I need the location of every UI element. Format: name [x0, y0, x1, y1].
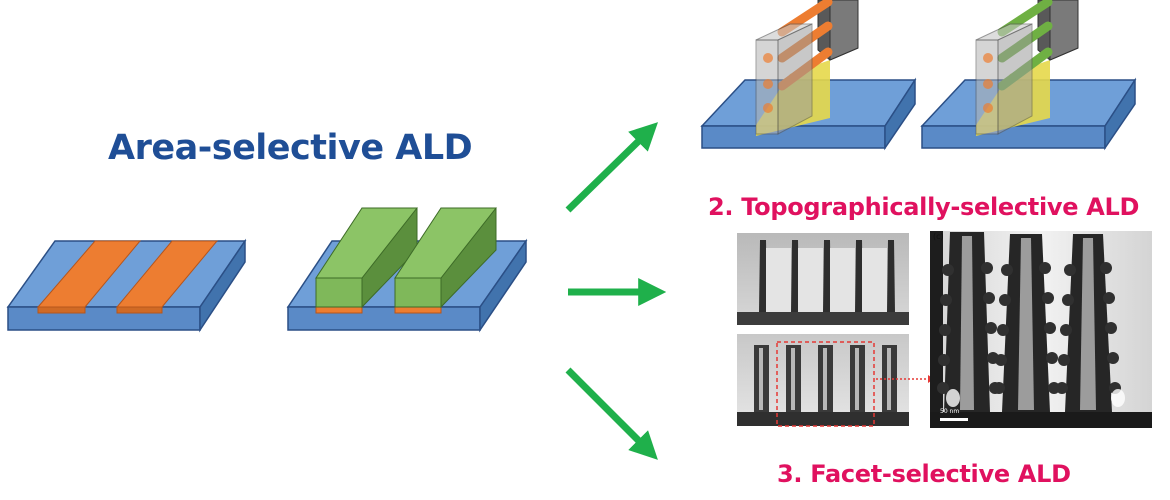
label-topographically-selective: 2. Topographically-selective ALD: [708, 193, 1140, 221]
tem-base: [737, 312, 909, 325]
arrow-up-right: [565, 122, 659, 213]
orange-underlayer-1: [315, 306, 363, 314]
tem-pillar: [887, 240, 895, 312]
tem-pillar-core: [759, 348, 763, 410]
fin-structure-green: [920, 0, 1137, 151]
tem-pillar: [759, 240, 767, 312]
substrate-front: [701, 125, 886, 149]
orange-stripe-1-edge: [37, 306, 86, 314]
nanowire-end-2: [763, 79, 773, 89]
arrows: [565, 122, 667, 460]
tem-image-coated-trenches: [737, 334, 934, 427]
transparent-gate-side: [777, 23, 813, 135]
tem-base: [930, 412, 1152, 428]
tem-bright-spot: [946, 389, 960, 407]
main-title: Area-selective ALD: [108, 128, 473, 168]
arrow-down-right: [565, 367, 658, 460]
tem-pillar: [791, 240, 799, 312]
tem-pillar-core: [823, 348, 827, 410]
nanowire-end-1: [763, 53, 773, 63]
tem-zoom-core-left: [960, 236, 974, 410]
tem-pillar: [855, 240, 863, 312]
green-block-2-front: [394, 277, 442, 308]
orange-underlayer-2: [394, 306, 442, 314]
scale-bar-label: 50 nm: [940, 408, 960, 415]
scale-bar: [940, 418, 968, 421]
dark-gate-front: [1049, 0, 1079, 61]
substrate-side: [199, 238, 246, 333]
tem-panel-letter: (c): [933, 232, 944, 241]
fin-structure-orange: [700, 0, 917, 151]
orange-stripe-2-edge: [116, 306, 163, 314]
tem-pillar: [823, 240, 831, 312]
nanowire-end-1: [983, 53, 993, 63]
tem-base: [737, 412, 909, 426]
substrate-side: [1104, 77, 1136, 151]
label-facet-selective: 3. Facet-selective ALD: [777, 460, 1071, 488]
nanowire-end-3: [763, 103, 773, 113]
substrate-front: [7, 306, 201, 331]
tem-image-zoomed: [930, 231, 1152, 428]
dark-gate-front: [829, 0, 859, 61]
substrate-side: [884, 77, 916, 151]
substrate-front: [921, 125, 1106, 149]
substrate-green-blocks: [286, 207, 528, 333]
tem-trench: [798, 248, 823, 312]
nanowire-end-2: [983, 79, 993, 89]
tem-trench: [766, 248, 791, 312]
green-block-1-front: [315, 277, 363, 308]
tem-pillar-core: [855, 348, 859, 410]
tem-image-bare-trenches: [737, 233, 909, 325]
nanowire-end-3: [983, 103, 993, 113]
tem-trench: [862, 248, 887, 312]
substrate-side: [479, 238, 527, 333]
substrate-orange-stripes: [6, 238, 247, 333]
tem-zoom-core-middle: [1018, 238, 1034, 410]
tem-pillar-core: [791, 348, 795, 410]
transparent-gate-side: [997, 23, 1033, 135]
tem-zoom-core-right: [1080, 238, 1096, 410]
tem-trench: [830, 248, 855, 312]
tem-edge-dark: [930, 231, 943, 428]
tem-bright-spot: [1111, 389, 1125, 407]
